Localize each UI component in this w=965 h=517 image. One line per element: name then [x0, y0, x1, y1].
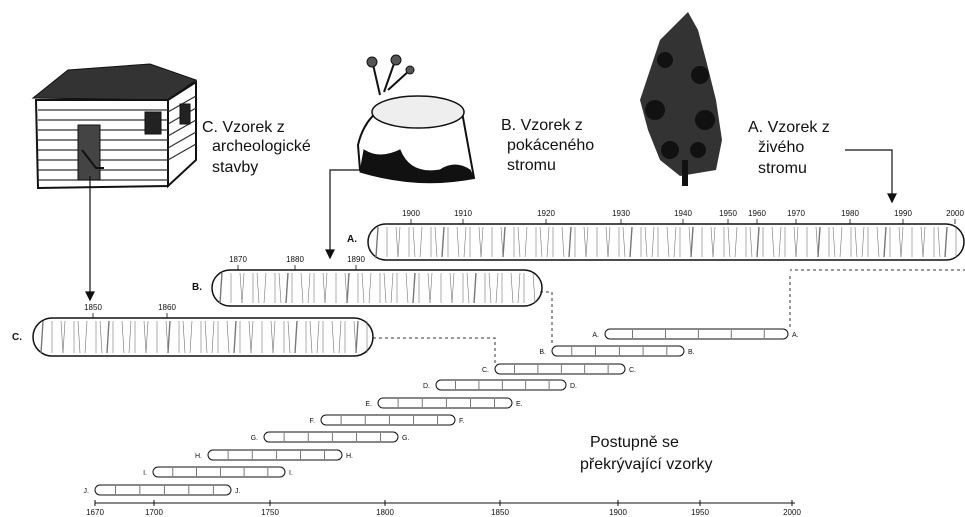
axis-tick-label: 1850: [491, 508, 509, 517]
small-core-9: I. I.: [143, 467, 293, 477]
core-year-tick: 2000: [946, 209, 964, 218]
core-label: C.: [12, 332, 22, 343]
small-core-label-left: I.: [143, 470, 147, 477]
small-core-3: C. C.: [482, 364, 636, 374]
label-a-line1: A. Vzorek z: [748, 118, 830, 137]
small-core-label-left: J.: [84, 488, 90, 495]
core-label: A.: [347, 234, 357, 245]
small-core-label-left: A.: [592, 332, 599, 339]
small-core-label-left: C.: [482, 367, 489, 374]
axis-tick-label: 1900: [609, 508, 627, 517]
core-c: 1850 1860C.: [12, 303, 373, 356]
small-core-label-right: H.: [346, 453, 353, 460]
axis-tick-label: 1950: [691, 508, 709, 517]
small-core-5: E. E.: [365, 398, 522, 408]
axis-tick-label: 2000: [783, 508, 801, 517]
core-year-tick: 1990: [894, 209, 912, 218]
core-body: [33, 318, 373, 356]
small-core-label-right: D.: [570, 383, 577, 390]
small-core-label-right: J.: [235, 488, 241, 495]
axis-tick-label: 1700: [145, 508, 163, 517]
log-cabin-icon: [33, 64, 196, 188]
axis-tick-label: 1670: [86, 508, 104, 517]
core-year-tick: 1850: [84, 303, 102, 312]
label-c-line3: stavby: [212, 158, 258, 177]
core-label: B.: [192, 282, 202, 293]
core-a: 1900 1910 1920 1930 1940 1950 1960 1970 1980 1990…: [347, 209, 964, 260]
small-core-label-left: E.: [365, 401, 372, 408]
small-core-7: G. G.: [251, 432, 410, 442]
overlap-note-line1: Postupně se: [590, 432, 679, 454]
overlap-note-line2: překrývající vzorky: [580, 454, 712, 476]
core-body: [212, 270, 542, 306]
dashed-link: [373, 338, 495, 364]
core-year-tick: 1910: [454, 209, 472, 218]
axis-tick-label: 1750: [261, 508, 279, 517]
small-core-label-right: E.: [516, 401, 523, 408]
core-year-tick: 1860: [158, 303, 176, 312]
small-core-8: H. H.: [195, 450, 353, 460]
small-core-label-right: G.: [402, 435, 409, 442]
label-b-line3: stromu: [507, 156, 556, 175]
core-year-tick: 1930: [612, 209, 630, 218]
dashed-link: [540, 292, 552, 346]
label-c-line1: C. Vzorek z: [202, 118, 285, 137]
core-year-tick: 1880: [286, 255, 304, 264]
core-year-tick: 1980: [841, 209, 859, 218]
small-core-label-left: F.: [310, 418, 316, 425]
small-core-label-left: B.: [539, 349, 546, 356]
small-core-label-left: D.: [423, 383, 430, 390]
label-a-line2: živého: [758, 138, 804, 157]
axis-tick-label: 1800: [376, 508, 394, 517]
core-year-tick: 1890: [347, 255, 365, 264]
label-b-line1: B. Vzorek z: [501, 116, 583, 135]
small-core-6: F. F.: [310, 415, 465, 425]
tree-stump-icon: [358, 55, 474, 183]
core-year-tick: 1920: [537, 209, 555, 218]
living-tree-icon: [640, 12, 722, 186]
label-b-line2: pokáceného: [507, 136, 594, 155]
core-year-tick: 1970: [787, 209, 805, 218]
small-core-2: B. B.: [539, 346, 694, 356]
label-c-line2: archeologické: [212, 137, 311, 156]
small-core-label-right: B.: [688, 349, 695, 356]
core-year-tick: 1960: [748, 209, 766, 218]
small-core-4: D. D.: [423, 380, 577, 390]
small-core-label-right: A.: [792, 332, 799, 339]
small-core-label-left: G.: [251, 435, 258, 442]
label-a-line3: stromu: [758, 159, 807, 178]
small-core-label-right: F.: [459, 418, 465, 425]
small-core-1: A. A.: [592, 329, 798, 339]
core-year-tick: 1900: [402, 209, 420, 218]
core-year-tick: 1870: [229, 255, 247, 264]
small-core-10: J. J.: [84, 485, 241, 495]
small-core-label-right: C.: [629, 367, 636, 374]
small-core-label-right: I.: [289, 470, 293, 477]
core-year-tick: 1950: [719, 209, 737, 218]
core-year-tick: 1940: [674, 209, 692, 218]
small-core-label-left: H.: [195, 453, 202, 460]
